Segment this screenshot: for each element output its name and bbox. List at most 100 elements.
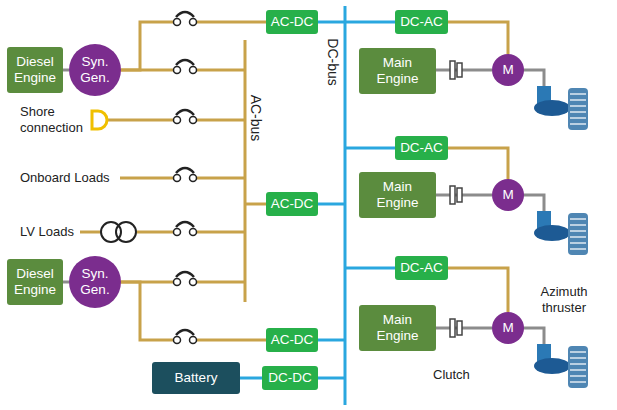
thruster-duct <box>568 88 588 130</box>
breaker-arm <box>176 110 194 115</box>
dc-link <box>316 339 345 342</box>
motor-circle: M <box>492 312 524 344</box>
label-text: Onboard Loads <box>20 170 110 185</box>
duct-stripe <box>570 242 586 244</box>
thruster-pod <box>534 358 570 374</box>
breaker-contact <box>190 117 197 124</box>
motor-circle: M <box>492 179 524 211</box>
breaker-contact <box>190 279 197 286</box>
engine-box: Main Engine <box>359 305 436 351</box>
power-line <box>448 22 508 54</box>
converter-box: AC-DC <box>266 10 318 34</box>
breaker-contact <box>190 337 197 344</box>
breaker-contact <box>174 117 181 124</box>
battery-box: Battery <box>152 362 240 394</box>
node-text: AC-DC <box>271 332 314 348</box>
shaft-line <box>522 195 544 213</box>
duct-stripe <box>570 123 586 125</box>
azimuth-thruster <box>522 328 588 388</box>
node-text: Syn. Gen. <box>73 54 117 85</box>
transformer-winding <box>116 222 136 242</box>
breaker-contact <box>174 19 181 26</box>
duct-stripe <box>570 369 586 371</box>
breaker-group <box>174 12 197 344</box>
motor-circle: M <box>492 54 524 86</box>
circuit-breaker <box>174 12 197 26</box>
component-label: Clutch <box>433 367 470 383</box>
duct-stripe <box>570 230 586 232</box>
node-text: Main Engine <box>363 179 432 210</box>
engine-box: Main Engine <box>359 172 436 218</box>
node-text: Diesel Engine <box>11 266 59 297</box>
node-text: DC-AC <box>400 140 443 156</box>
breaker-contact <box>174 67 181 74</box>
converter-feeder <box>245 203 268 206</box>
thruster-pod <box>534 100 570 116</box>
engine-box: Diesel Engine <box>7 47 63 93</box>
clutch-plate <box>450 319 455 337</box>
duct-stripe <box>570 117 586 119</box>
converter-box: DC-AC <box>395 10 448 34</box>
dc-link <box>345 147 397 150</box>
shaft-line <box>522 70 544 88</box>
converter-box: DC-AC <box>395 256 448 280</box>
lv-wire <box>80 231 100 234</box>
power-line <box>436 69 492 72</box>
clutch-plate <box>450 61 455 79</box>
circuit-breaker <box>174 60 197 74</box>
power-line <box>436 327 492 330</box>
circuit-breaker <box>174 222 197 236</box>
component-label: Shore connection <box>20 104 90 135</box>
breaker-contact <box>190 229 197 236</box>
duct-stripe <box>570 224 586 226</box>
clutch-plate <box>450 186 455 204</box>
duct-stripe <box>570 357 586 359</box>
power-line <box>121 22 266 70</box>
duct-stripe <box>570 363 586 365</box>
breaker-contact <box>190 19 197 26</box>
engine-box: Main Engine <box>359 48 436 94</box>
label-text: DC-bus <box>325 38 341 85</box>
power-line <box>448 268 508 312</box>
ac-bus-line <box>244 40 247 302</box>
duct-stripe <box>570 105 586 107</box>
clutch-symbol <box>450 61 462 79</box>
shaft-line <box>522 328 544 346</box>
engine-box: Diesel Engine <box>7 259 63 305</box>
breaker-contact <box>174 229 181 236</box>
thruster-pod <box>534 225 570 241</box>
bus-label: DC-bus <box>325 38 342 85</box>
circuit-breaker <box>174 110 197 124</box>
node-text: Battery <box>175 370 218 386</box>
label-text: AC-bus <box>248 95 264 142</box>
thruster-group <box>522 70 588 388</box>
clutch-symbol <box>450 186 462 204</box>
generator-circle: Syn. Gen. <box>69 256 121 308</box>
dc-link <box>345 21 397 24</box>
breaker-contact <box>174 175 181 182</box>
dc-link <box>316 377 345 380</box>
node-text: AC-DC <box>271 196 314 212</box>
circuit-breaker <box>174 272 197 286</box>
duct-stripe <box>570 248 586 250</box>
component-label: Onboard Loads <box>20 170 110 186</box>
node-text: M <box>502 62 513 78</box>
label-text: Shore connection <box>20 104 83 135</box>
generator-circle: Syn. Gen. <box>69 44 121 96</box>
thruster-duct <box>568 346 588 388</box>
label-text: Azimuth thruster <box>541 284 588 315</box>
power-line <box>436 194 492 197</box>
component-label: Azimuth thruster <box>522 284 606 315</box>
duct-stripe <box>570 236 586 238</box>
circuit-breaker <box>174 330 197 344</box>
label-text: Clutch <box>433 367 470 382</box>
duct-stripe <box>570 111 586 113</box>
clutch-plate <box>457 188 462 202</box>
node-text: M <box>502 187 513 203</box>
clutch-plate <box>457 63 462 77</box>
node-text: Syn. Gen. <box>73 266 117 297</box>
converter-box: DC-AC <box>395 136 448 160</box>
breaker-arm <box>176 60 194 65</box>
node-text: Main Engine <box>363 312 432 343</box>
shore-plug <box>92 111 107 129</box>
